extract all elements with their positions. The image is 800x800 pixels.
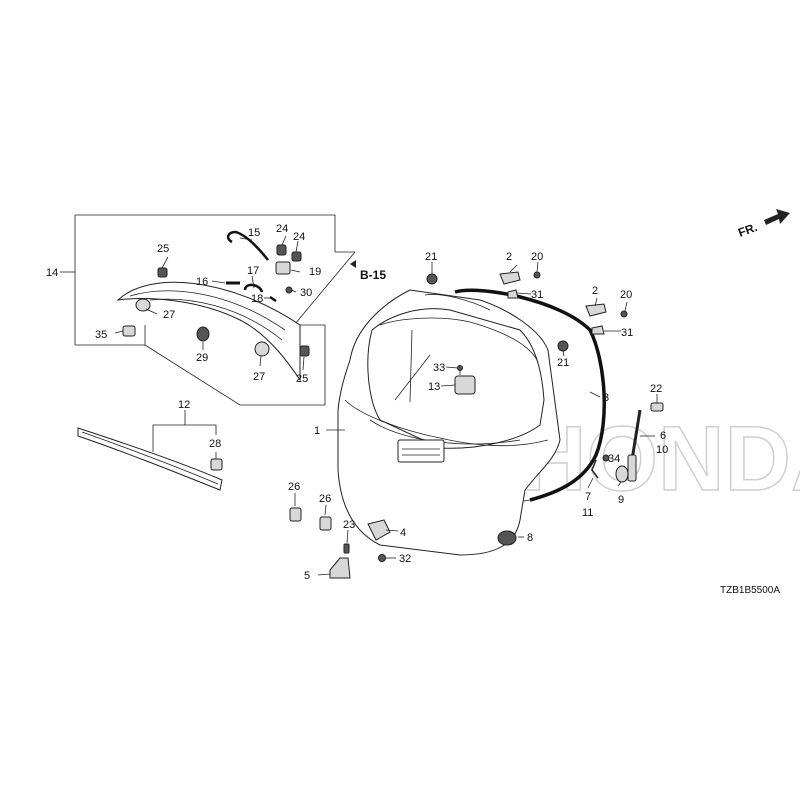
section-reference[interactable]: B-15: [350, 260, 386, 282]
callout-23: 23: [343, 519, 355, 531]
callout-35: 35: [95, 329, 107, 341]
leader-lines: [114, 235, 658, 576]
callout-26: 26: [319, 493, 331, 505]
callout-33: 33: [433, 362, 445, 374]
callout-28: 28: [209, 438, 221, 450]
clip-parts-26: [289, 507, 332, 531]
callout-2: 2: [506, 251, 512, 263]
callout-15: 15: [248, 227, 260, 239]
front-direction-label: FR.: [736, 220, 759, 240]
callout-22: 22: [650, 383, 662, 395]
section-ref-b15[interactable]: B-15: [360, 268, 386, 282]
callout-13: 13: [428, 381, 440, 393]
callout-3: 3: [603, 392, 609, 404]
callout-34: 34: [608, 453, 620, 465]
hinge-parts: [499, 271, 628, 335]
callout-20: 20: [620, 289, 632, 301]
callout-14: 14: [46, 267, 58, 279]
callout-31: 31: [531, 289, 543, 301]
callout-18: 18: [251, 293, 263, 305]
callout-labels: 1 2 2 3 4 5 6 7 8 9 10 11 12 13 14 15 16…: [46, 223, 668, 582]
washer-hose-parts: [226, 230, 277, 303]
callout-25: 25: [296, 373, 308, 385]
callout-24: 24: [293, 231, 305, 243]
callout-19: 19: [309, 266, 321, 278]
callout-32: 32: [399, 553, 411, 565]
callout-1: 1: [314, 425, 320, 437]
callout-31: 31: [621, 327, 633, 339]
drawing-code: TZB1B5500A: [720, 585, 780, 596]
callout-20: 20: [531, 251, 543, 263]
section-ref-arrow-icon: [350, 260, 356, 268]
latch-parts: [329, 519, 391, 579]
callout-10: 10: [656, 444, 668, 456]
callout-24: 24: [276, 223, 288, 235]
spoiler-group-bracket: [60, 214, 356, 406]
callout-7: 7: [585, 491, 591, 503]
stopper-part: [497, 530, 517, 546]
callout-12: 12: [178, 399, 190, 411]
callout-8: 8: [527, 532, 533, 544]
front-arrow-icon: [764, 209, 790, 225]
callout-6: 6: [660, 430, 666, 442]
washer-nozzle-parts: [275, 244, 302, 294]
callout-26: 26: [288, 481, 300, 493]
front-direction-indicator: FR.: [736, 209, 790, 240]
callout-27: 27: [163, 309, 175, 321]
rear-spoiler-part: [116, 267, 310, 382]
callout-16: 16: [196, 276, 208, 288]
rear-garnish-part: [77, 427, 223, 491]
callout-27: 27: [253, 371, 265, 383]
callout-17: 17: [247, 265, 259, 277]
callout-21: 21: [557, 357, 569, 369]
callout-21: 21: [425, 251, 437, 263]
watermark-text: HONDA: [520, 408, 800, 510]
tailgate-body-part: [337, 289, 561, 556]
gas-stay-parts: [627, 402, 664, 482]
callout-25: 25: [157, 243, 169, 255]
spoiler-clips: [122, 298, 270, 357]
callout-5: 5: [304, 570, 310, 582]
callout-9: 9: [618, 494, 624, 506]
callout-30: 30: [300, 287, 312, 299]
callout-29: 29: [196, 352, 208, 364]
callout-4: 4: [400, 527, 406, 539]
callout-2: 2: [592, 285, 598, 297]
opener-switch-parts: [591, 454, 629, 483]
callout-11: 11: [582, 507, 593, 519]
